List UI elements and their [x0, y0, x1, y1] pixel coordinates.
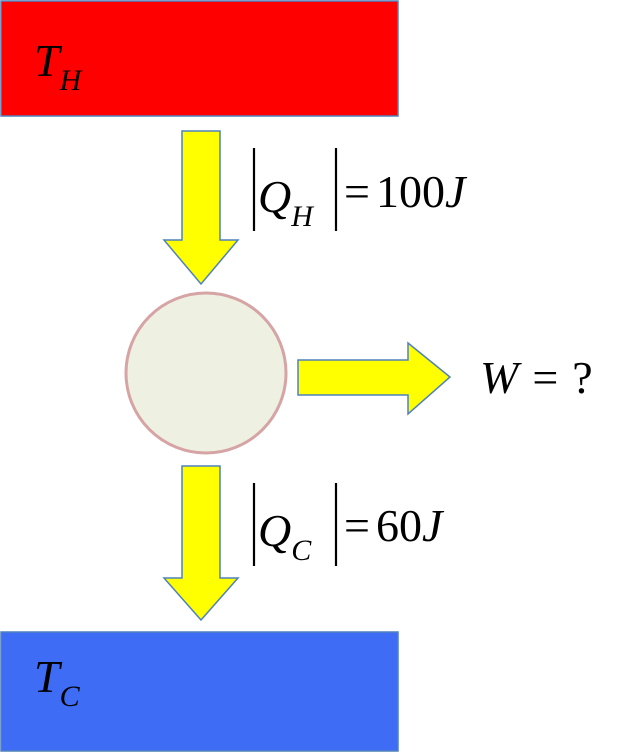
heat-out-label: QC =60J	[252, 483, 445, 567]
heat-in-label: QH =100J	[252, 148, 468, 233]
svg-text:QH: QH	[258, 171, 315, 233]
work-equals: =	[532, 352, 558, 403]
hot-reservoir-label: TH	[34, 35, 84, 97]
work-symbol: W	[480, 352, 522, 403]
svg-text:=100J: =100J	[344, 166, 468, 217]
svg-text:QC: QC	[258, 505, 312, 567]
hot-reservoir-symbol: T	[34, 35, 63, 86]
heat-engine-circle	[124, 291, 288, 455]
qh-symbol: Q	[258, 171, 291, 222]
qc-subscript: C	[291, 534, 312, 567]
qc-equals: =	[344, 500, 370, 551]
heat-out-arrow	[162, 465, 240, 622]
work-label: W=?	[480, 352, 593, 403]
heat-in-arrow	[162, 130, 240, 286]
work-out-arrow	[297, 341, 452, 416]
cold-reservoir-label: TC	[34, 651, 81, 713]
cold-reservoir-subscript: C	[60, 680, 81, 713]
hot-reservoir-subscript: H	[59, 64, 84, 97]
svg-text:=60J: =60J	[344, 500, 445, 551]
work-value: ?	[572, 352, 592, 403]
cold-reservoir-symbol: T	[34, 651, 63, 702]
cold-reservoir	[0, 631, 399, 752]
qc-symbol: Q	[258, 505, 291, 556]
qh-subscript: H	[290, 200, 315, 233]
hot-reservoir	[0, 0, 399, 117]
qh-unit: J	[445, 166, 468, 217]
qc-value: 60	[376, 500, 422, 551]
qh-value: 100	[376, 166, 445, 217]
qh-equals: =	[344, 166, 370, 217]
qc-unit: J	[422, 500, 445, 551]
